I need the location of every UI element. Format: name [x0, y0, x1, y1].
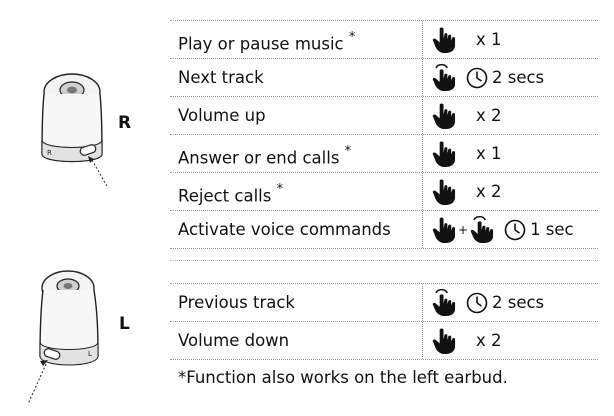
hand-icon [432, 179, 456, 205]
hand-icon [432, 103, 456, 129]
hand-icon [432, 328, 456, 354]
gesture-action: 2 secs [432, 59, 544, 96]
column-divider [422, 322, 423, 359]
function-text: Previous track [178, 293, 295, 312]
section-divider [170, 260, 598, 261]
function-text: Reject calls [178, 186, 272, 206]
gesture-action: +1 sec [432, 211, 574, 248]
function-text: Answer or end calls [178, 148, 340, 168]
gesture-row: Volume up x 2 [170, 97, 598, 135]
function-label: Next track [178, 59, 264, 96]
earbud-band-letter-l: L [88, 350, 92, 358]
gesture-action: x 2 [432, 173, 502, 210]
function-label: Reject calls * [178, 173, 283, 210]
function-label: Answer or end calls * [178, 135, 351, 172]
gesture-action: 2 secs [432, 284, 544, 321]
gesture-count-text: 1 sec [530, 220, 574, 239]
gesture-count-text: x 1 [476, 30, 502, 49]
footnote-marker: * [276, 182, 284, 197]
function-text: Play or pause music [178, 34, 344, 54]
column-divider [422, 173, 423, 210]
column-divider [422, 97, 423, 134]
plus-sign: + [458, 222, 469, 237]
gesture-row: Play or pause music * x 1 [170, 21, 598, 59]
footnote-marker: * [344, 144, 352, 159]
gesture-action: x 2 [432, 322, 502, 359]
hand-hold-icon [432, 288, 456, 317]
function-label: Play or pause music * [178, 21, 355, 58]
gestures-table-right: Play or pause music * x 1 Next track 2 secs… [170, 20, 598, 249]
hand-hold-icon [470, 215, 494, 244]
earbud-band-letter-r: R [47, 149, 52, 157]
hand-icon [432, 27, 456, 53]
function-text: Activate voice commands [178, 220, 391, 239]
function-label: Activate voice commands [178, 211, 391, 248]
gesture-row: Previous track 2 secs [170, 284, 598, 322]
right-earbud-illustration: R [30, 64, 110, 198]
footnote-marker: * [348, 30, 356, 45]
footnote: *Function also works on the left earbud. [178, 368, 508, 387]
column-divider [422, 284, 423, 321]
gesture-count-text: 2 secs [492, 293, 545, 312]
hand-icon [432, 141, 456, 167]
column-divider [422, 211, 423, 248]
clock-icon [466, 292, 488, 313]
column-divider [422, 59, 423, 96]
gesture-row: Activate voice commands +1 sec [170, 211, 598, 249]
gesture-row: Answer or end calls * x 1 [170, 135, 598, 173]
gesture-count-text: x 2 [476, 182, 502, 201]
column-divider [422, 135, 423, 172]
function-text: Next track [178, 68, 264, 87]
gesture-count-text: x 2 [476, 106, 502, 125]
gesture-row: Volume down x 2 [170, 322, 598, 360]
gesture-row: Reject calls * x 2 [170, 173, 598, 211]
function-text: Volume up [178, 106, 266, 125]
function-label: Volume up [178, 97, 266, 134]
hand-icon [432, 217, 456, 243]
left-earbud-illustration: L [24, 270, 104, 414]
clock-icon [466, 67, 488, 88]
function-label: Volume down [178, 322, 289, 359]
gesture-count-text: 2 secs [492, 68, 545, 87]
gesture-count-text: x 1 [476, 144, 502, 163]
gesture-action: x 1 [432, 135, 502, 172]
hand-hold-icon [432, 63, 456, 92]
right-earbud-label: R [118, 113, 132, 133]
gesture-action: x 1 [432, 21, 502, 58]
function-text: Volume down [178, 331, 290, 350]
gesture-action: x 2 [432, 97, 502, 134]
column-divider [422, 21, 423, 58]
left-earbud-label: L [119, 314, 130, 334]
gesture-row: Next track 2 secs [170, 59, 598, 97]
clock-icon [504, 219, 526, 240]
gesture-count-text: x 2 [476, 331, 502, 350]
function-label: Previous track [178, 284, 295, 321]
